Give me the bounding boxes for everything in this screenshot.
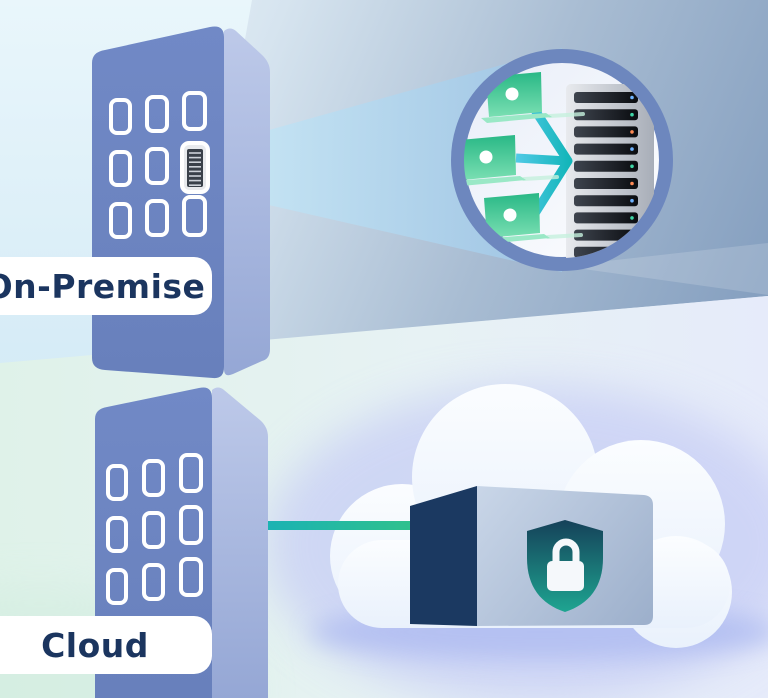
laptop-icon [464, 135, 559, 186]
padlock-icon [547, 538, 584, 591]
window-icon [106, 464, 128, 501]
cloud-label: Cloud [0, 616, 212, 674]
building-side-face [224, 28, 270, 376]
window-icon [145, 147, 169, 185]
magnifier-circle-icon [451, 49, 673, 271]
window-icon [179, 505, 203, 545]
window-icon [142, 563, 165, 601]
window-icon [106, 568, 128, 605]
on-premise-building-icon [92, 26, 270, 379]
beam-light-wedge [562, 243, 768, 295]
server-window-icon [180, 141, 210, 194]
window-icon [142, 459, 165, 497]
box-side-face [410, 486, 477, 626]
window-icon [182, 91, 207, 131]
window-icon [142, 511, 165, 549]
window-icon [179, 557, 203, 597]
window-grid [106, 453, 203, 605]
secure-box-icon [410, 486, 653, 626]
window-grid [109, 91, 207, 239]
window-icon [182, 195, 207, 237]
on-premise-label-text: On-Premise [0, 266, 206, 306]
connection-arrow-icon [515, 101, 573, 218]
cloud-label-text: Cloud [41, 625, 149, 665]
window-icon [109, 202, 132, 239]
window-icon [109, 150, 132, 187]
window-icon [145, 95, 169, 133]
window-icon [109, 98, 132, 135]
window-icon [179, 453, 203, 493]
window-icon [145, 199, 169, 237]
building-side-face [212, 387, 268, 698]
window-icon [106, 516, 128, 553]
server-rack-icon [566, 84, 654, 258]
on-premise-label: On-Premise [0, 257, 212, 315]
